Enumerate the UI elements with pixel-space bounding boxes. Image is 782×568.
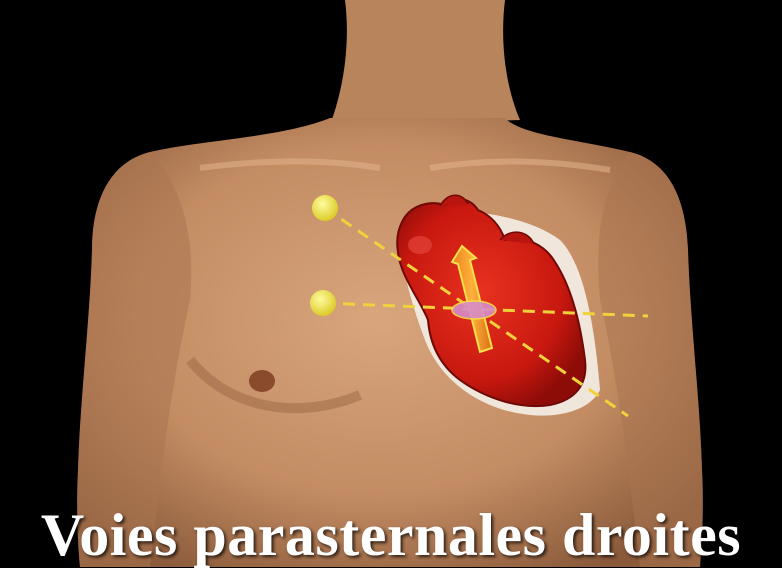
nipple: [249, 370, 275, 392]
probe-marker-upper-icon: [312, 195, 338, 221]
probe-marker-lower-icon: [310, 290, 336, 316]
neck: [330, 0, 520, 125]
caption-title: Voies parasternales droites: [0, 505, 782, 565]
